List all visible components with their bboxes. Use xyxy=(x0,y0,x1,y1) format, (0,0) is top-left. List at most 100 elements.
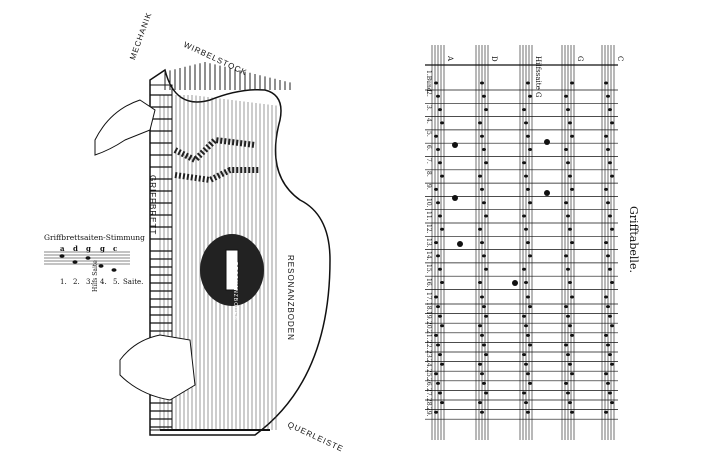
string-number: 5. xyxy=(113,278,120,286)
table-note xyxy=(436,94,440,98)
table-row-label: 17. xyxy=(425,292,432,302)
note-head xyxy=(111,268,117,272)
tuning-note: g xyxy=(100,244,105,253)
string-number: Saite. xyxy=(123,278,144,286)
table-note xyxy=(526,81,530,85)
table-note xyxy=(570,187,574,191)
table-note xyxy=(566,161,570,165)
table-note xyxy=(526,241,530,245)
table-note xyxy=(604,241,608,245)
table-note xyxy=(440,324,444,328)
table-note xyxy=(522,391,526,395)
table-note xyxy=(568,174,572,178)
table-note xyxy=(610,362,614,366)
table-note xyxy=(438,353,442,357)
table-note xyxy=(478,227,482,231)
table-note xyxy=(568,362,572,366)
table-row-label: 10. xyxy=(425,197,432,208)
table-note xyxy=(528,201,532,205)
table-row-label: 27. xyxy=(425,388,432,398)
right-hand xyxy=(119,334,196,401)
table-row-label: 12. xyxy=(425,224,432,234)
rosette-label-plate xyxy=(225,249,239,291)
tuning-note: a xyxy=(60,244,65,253)
table-note xyxy=(522,267,526,271)
table-note xyxy=(608,214,612,218)
table-note xyxy=(570,134,574,138)
column-header: Hilfssaite G xyxy=(534,56,542,98)
table-row-label: 13. xyxy=(425,237,432,248)
table-note xyxy=(484,108,488,112)
table-row-label: 6. xyxy=(425,144,432,151)
table-note xyxy=(484,314,488,318)
table-note xyxy=(528,254,532,258)
table-note xyxy=(440,174,444,178)
column-header: A xyxy=(446,56,454,62)
table-note xyxy=(524,121,528,125)
table-note xyxy=(568,227,572,231)
table-note xyxy=(528,343,532,347)
table-row-label: 20. xyxy=(425,320,432,331)
table-title: Grifftabelle. xyxy=(627,206,640,273)
table-row-label: 3. xyxy=(425,104,432,111)
table-note xyxy=(604,410,608,414)
table-note xyxy=(482,148,486,151)
table-row-label: 2. xyxy=(425,91,432,98)
table-note xyxy=(440,121,444,125)
table-row-label: 8. xyxy=(425,171,432,177)
table-note xyxy=(610,174,614,178)
table-note xyxy=(606,201,610,205)
table-row-label: 22. xyxy=(425,340,432,350)
table-row-label: 18. xyxy=(425,301,432,312)
table-note xyxy=(524,401,528,405)
table-note xyxy=(440,401,444,405)
table-note xyxy=(480,410,484,414)
table-note xyxy=(608,353,612,357)
table-note xyxy=(434,241,438,245)
table-note xyxy=(610,121,614,125)
table-note xyxy=(606,343,610,347)
table-note xyxy=(478,324,482,328)
table-note xyxy=(564,201,568,205)
table-note xyxy=(528,94,532,98)
table-row-label: 24. xyxy=(425,359,432,369)
marker-dot xyxy=(452,195,458,201)
table-note xyxy=(526,134,530,138)
table-note xyxy=(568,401,572,405)
table-row-label: 19. xyxy=(425,311,432,321)
table-note xyxy=(526,295,530,299)
table-note xyxy=(478,121,482,125)
table-note xyxy=(484,214,488,218)
table-note xyxy=(480,241,484,245)
table-note xyxy=(480,333,484,337)
string-bridge xyxy=(173,136,256,164)
table-note xyxy=(482,305,486,309)
table-note xyxy=(440,281,444,284)
table-note xyxy=(608,267,612,271)
table-note xyxy=(608,108,612,112)
table-note xyxy=(566,353,570,357)
table-row-label: 11. xyxy=(425,211,432,221)
column-header: D xyxy=(490,56,498,62)
table-note xyxy=(484,391,488,395)
table-note xyxy=(524,324,528,328)
table-row-label: 23. xyxy=(425,349,432,360)
marker-dot xyxy=(452,142,458,148)
table-note xyxy=(606,381,610,385)
table-note xyxy=(564,381,568,385)
string-number: 2. xyxy=(73,278,80,286)
table-note xyxy=(434,81,438,85)
table-note xyxy=(438,391,442,395)
tuning-note: d xyxy=(73,244,78,253)
table-note xyxy=(524,281,528,284)
table-note xyxy=(484,353,488,357)
table-note xyxy=(564,343,568,347)
table-note xyxy=(482,254,486,258)
table-note xyxy=(570,410,574,414)
table-note xyxy=(438,267,442,271)
table-row-label: 29. xyxy=(425,407,432,417)
table-row-label: 16. xyxy=(425,277,432,288)
table-note xyxy=(436,148,440,151)
table-note xyxy=(436,305,440,309)
